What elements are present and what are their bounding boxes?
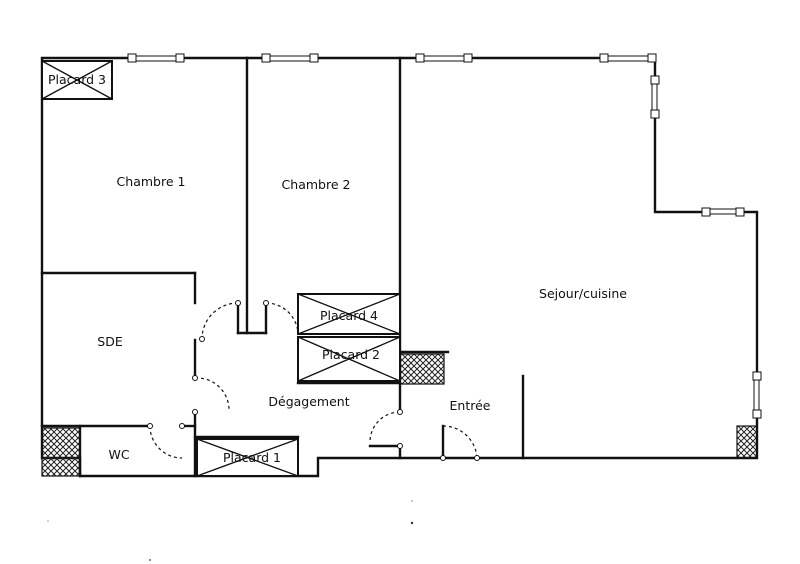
placard-3-label: Placard 3 bbox=[48, 72, 106, 87]
door-chambre1 bbox=[201, 302, 239, 340]
hatch-center bbox=[399, 353, 445, 385]
placard-1-label: Placard 1 bbox=[223, 450, 281, 465]
door-chambre2 bbox=[265, 302, 299, 336]
door-entree bbox=[442, 425, 478, 459]
placard-1 bbox=[196, 438, 299, 477]
room-label-sejour: Sejour/cuisine bbox=[539, 286, 627, 301]
room-label-wc: WC bbox=[108, 447, 129, 462]
placard-4 bbox=[297, 293, 401, 335]
hatch-right bbox=[736, 425, 758, 459]
hatched-blocks bbox=[41, 353, 758, 477]
hatch-left bbox=[41, 427, 81, 477]
scan-specks bbox=[47, 500, 414, 561]
room-label-chambre1: Chambre 1 bbox=[117, 174, 186, 189]
room-label-sde: SDE bbox=[97, 334, 123, 349]
placard-2-label: Placard 2 bbox=[322, 347, 380, 362]
room-label-degagement: Dégagement bbox=[268, 394, 349, 409]
placard-2 bbox=[297, 336, 401, 382]
room-label-entree: Entrée bbox=[450, 398, 491, 413]
door-sde bbox=[194, 377, 230, 411]
interior-walls bbox=[40, 56, 525, 478]
room-label-chambre2: Chambre 2 bbox=[282, 177, 351, 192]
placard-3 bbox=[41, 60, 113, 100]
placard-4-label: Placard 4 bbox=[320, 308, 378, 323]
door-wc bbox=[149, 425, 183, 459]
doors bbox=[147, 300, 480, 461]
door-degagement bbox=[369, 411, 401, 443]
windows bbox=[127, 53, 762, 419]
